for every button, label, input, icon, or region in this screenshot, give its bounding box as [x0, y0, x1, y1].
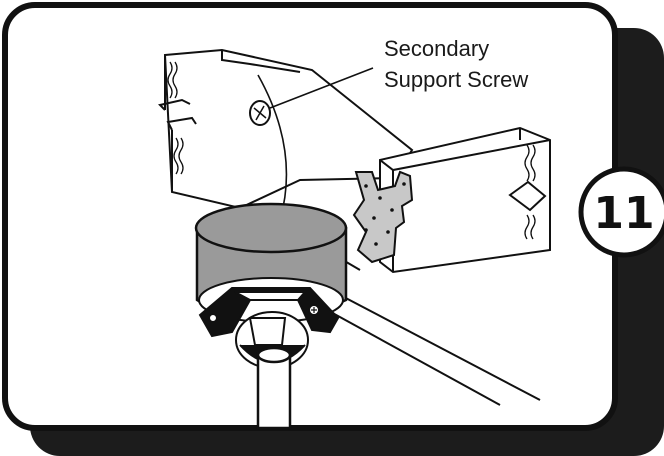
- mounting-bracket: [198, 287, 340, 338]
- right-joist: [379, 126, 551, 274]
- step-badge: [578, 166, 664, 258]
- callout-line-1: Secondary: [384, 36, 489, 61]
- callout-line-2: Support Screw: [384, 67, 528, 92]
- left-joist: [158, 48, 414, 221]
- step-number: 11: [593, 188, 654, 239]
- joist-hanger-bracket: [352, 170, 414, 264]
- callout-leader-line: [269, 67, 374, 109]
- downrod: [256, 346, 292, 430]
- support-screw: [249, 100, 271, 126]
